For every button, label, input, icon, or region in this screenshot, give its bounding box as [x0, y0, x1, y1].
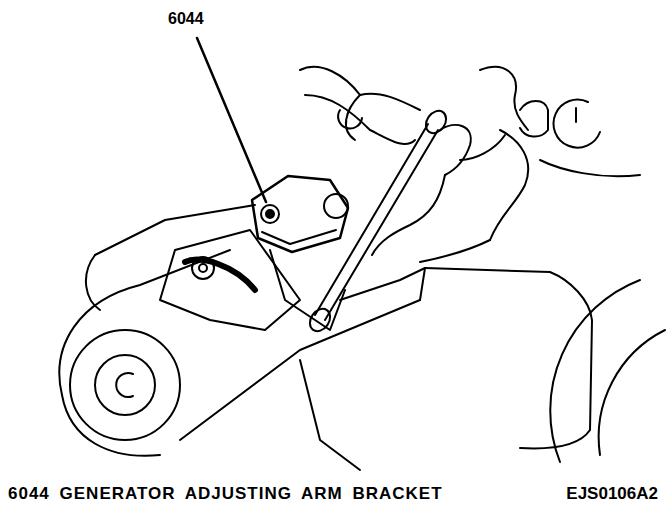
- hand-thumb: [440, 125, 471, 175]
- wrench: [325, 130, 438, 320]
- bracket-mount: [270, 250, 345, 330]
- bracket: [252, 176, 348, 252]
- pulley-hub: [95, 355, 155, 415]
- housing-outline: [62, 395, 160, 456]
- hose: [540, 160, 640, 176]
- leader-line: [197, 38, 266, 202]
- hand: [305, 95, 415, 144]
- hand-knuckle: [460, 135, 505, 160]
- figure-caption: 6044 GENERATOR ADJUSTING ARM BRACKET: [8, 484, 443, 504]
- wrench-head: [422, 107, 451, 137]
- casing-arc: [550, 280, 640, 462]
- housing-outline: [95, 205, 255, 255]
- fitting: [575, 108, 577, 122]
- fitting: [554, 100, 600, 148]
- pulley: [70, 330, 180, 440]
- hand-finger: [346, 95, 360, 140]
- housing-outline: [59, 250, 230, 395]
- wrench-socket: [306, 305, 335, 335]
- housing-outline: [86, 255, 100, 310]
- fitting: [520, 101, 548, 137]
- casing-arc: [599, 330, 665, 455]
- hand-finger: [480, 67, 528, 130]
- casing: [420, 268, 425, 300]
- casing: [300, 360, 360, 470]
- arm-bolt: [192, 257, 214, 279]
- pulley-bolt: [116, 373, 133, 397]
- casing: [340, 268, 425, 300]
- hand: [372, 175, 445, 255]
- hand: [420, 240, 490, 262]
- callout-number: 6044: [168, 10, 204, 28]
- hand-ring: [338, 110, 362, 128]
- casing: [425, 268, 592, 448]
- hand: [300, 67, 420, 110]
- bracket-edge: [262, 230, 336, 244]
- arm-bolt: [199, 264, 207, 272]
- bracket-stud: [324, 194, 348, 218]
- wrench: [315, 124, 428, 315]
- figure-code: EJS0106A2: [566, 484, 658, 504]
- bracket-bolt: [261, 205, 279, 223]
- bracket-bolt: [266, 210, 274, 218]
